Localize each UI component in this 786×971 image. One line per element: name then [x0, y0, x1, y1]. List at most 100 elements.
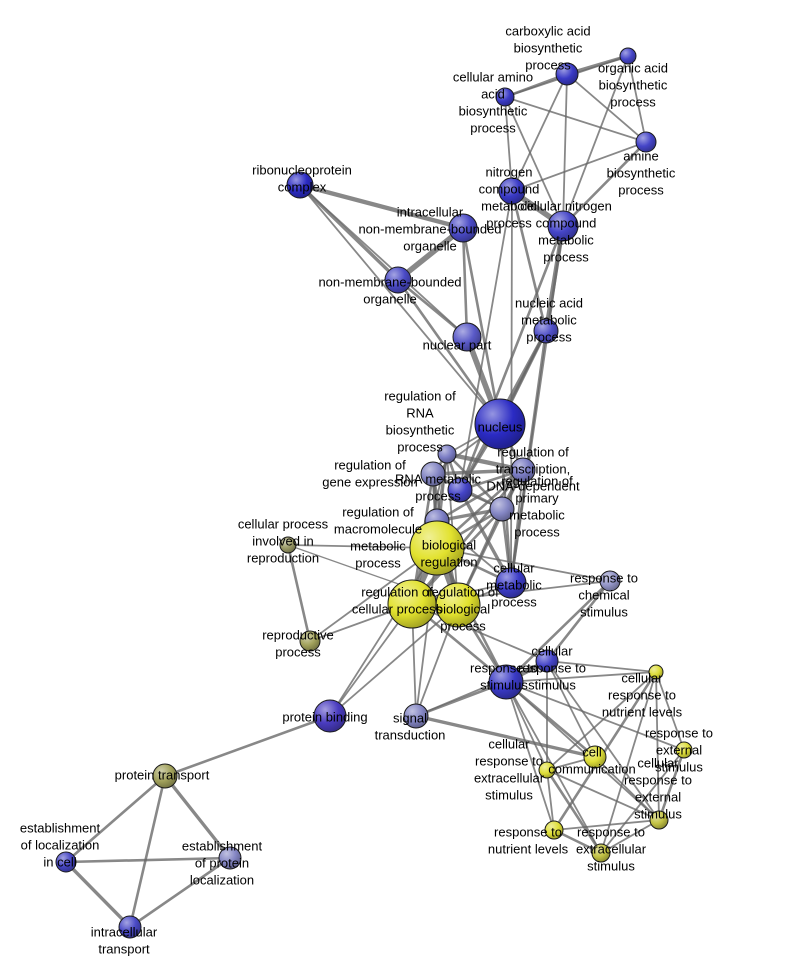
label-line: metabolic: [538, 233, 594, 248]
nodes-layer: [55, 47, 693, 939]
node-cres[interactable]: [538, 761, 556, 779]
node-pt[interactable]: [152, 763, 178, 789]
node-rtd[interactable]: [510, 457, 536, 483]
label-line: organic acid: [598, 61, 668, 76]
edge-oab-cncm: [562, 55, 629, 227]
edge-cres-crexs: [546, 769, 660, 821]
label-line: response to: [518, 661, 586, 676]
node-cmp[interactable]: [495, 567, 527, 599]
label-line: signal: [393, 711, 427, 726]
node-cncm[interactable]: [547, 210, 579, 242]
label-line: transduction: [375, 728, 446, 743]
label-line: reproduction: [247, 551, 319, 566]
label-line: regulation of: [501, 474, 573, 489]
node-nam[interactable]: [533, 318, 559, 344]
node-caab[interactable]: [495, 87, 515, 107]
label-line: nutrient levels: [488, 842, 569, 857]
label-line: biosynthetic: [599, 78, 668, 93]
label-line: reproductive: [262, 628, 334, 643]
label-line: cellular: [531, 644, 573, 659]
node-rmp[interactable]: [447, 477, 473, 503]
node-rexs[interactable]: [591, 843, 611, 863]
node-crs[interactable]: [535, 649, 559, 673]
node-npart[interactable]: [452, 322, 482, 352]
node-label-inmbo: intracellularnon-membrane-boundedorganel…: [358, 205, 501, 254]
label-line: biosynthetic: [459, 104, 528, 119]
label-line: regulation of: [361, 585, 433, 600]
node-label-pt: protein transport: [115, 768, 210, 783]
label-line: response to: [624, 773, 692, 788]
node-crexs[interactable]: [649, 810, 669, 830]
node-rbp[interactable]: [435, 582, 481, 628]
node-nmbo[interactable]: [384, 266, 412, 294]
edge-ncm-rmp: [459, 190, 513, 491]
node-rge[interactable]: [420, 461, 446, 487]
label-line: chemical: [578, 588, 629, 603]
edge-pb-rbp: [329, 604, 459, 717]
node-rpm[interactable]: [489, 496, 515, 522]
node-ncm[interactable]: [498, 177, 526, 205]
node-rnl[interactable]: [544, 820, 564, 840]
node-bre[interactable]: [409, 520, 465, 576]
node-cab[interactable]: [555, 62, 579, 86]
label-line: intracellular: [91, 925, 158, 940]
node-rep[interactable]: [299, 630, 321, 652]
label-line: metabolic: [350, 539, 406, 554]
node-cpir[interactable]: [279, 536, 297, 554]
label-line: metabolic: [521, 313, 577, 328]
node-pb[interactable]: [313, 699, 347, 733]
node-crnl[interactable]: [648, 664, 664, 680]
node-rs[interactable]: [488, 664, 524, 700]
edge-rs-crexs: [505, 681, 660, 821]
node-cc[interactable]: [583, 745, 607, 769]
node-st[interactable]: [403, 703, 429, 729]
label-line: response to: [570, 571, 638, 586]
edge-elc-epl: [64, 856, 232, 864]
node-nucleus[interactable]: [474, 398, 526, 450]
node-res[interactable]: [675, 741, 693, 759]
label-line: biological: [422, 538, 476, 553]
node-rrb[interactable]: [437, 444, 457, 464]
edge-ncm-cmp: [510, 190, 513, 584]
edge-rs-res: [505, 681, 685, 751]
label-line: process: [440, 619, 486, 634]
edge-nmbo-nucleus: [396, 278, 502, 426]
node-it[interactable]: [118, 915, 142, 939]
label-line: response to: [577, 825, 645, 840]
node-inmbo[interactable]: [448, 213, 478, 243]
edge-rtd-cmp: [510, 469, 524, 584]
node-amb[interactable]: [635, 131, 657, 153]
edge-pt-elc: [64, 774, 167, 864]
label-line: process: [275, 645, 321, 660]
label-line: process: [618, 183, 664, 198]
label-line: macromolecule: [334, 522, 422, 537]
label-line: primary: [515, 491, 559, 506]
label-line: amine: [623, 149, 658, 164]
edge-rnp-inmbo: [297, 182, 466, 231]
label-line: nuclear part: [423, 338, 492, 353]
label-line: stimulus: [655, 760, 703, 775]
label-line: cellular process: [238, 517, 329, 532]
node-label-rmm: regulation ofmacromoleculemetabolicproce…: [334, 505, 422, 571]
label-line: transport: [98, 942, 150, 957]
edge-oab-amb: [627, 55, 647, 143]
edge-cab-ncm: [511, 73, 568, 192]
node-oab[interactable]: [619, 47, 637, 65]
label-line: ribonucleoprotein: [252, 163, 352, 178]
node-epl[interactable]: [218, 846, 242, 870]
edge-rchs-crs: [545, 579, 612, 663]
node-rnp[interactable]: [286, 171, 314, 199]
label-line: RNA metabolic: [395, 472, 481, 487]
node-elc[interactable]: [55, 851, 77, 873]
edge-crs-crnl: [546, 660, 657, 673]
node-rchs[interactable]: [599, 570, 621, 592]
label-line: process: [397, 440, 443, 455]
edge-cc-crexs: [594, 756, 660, 821]
edge-amb-cncm: [561, 140, 648, 228]
label-line: cellular amino: [453, 70, 533, 85]
